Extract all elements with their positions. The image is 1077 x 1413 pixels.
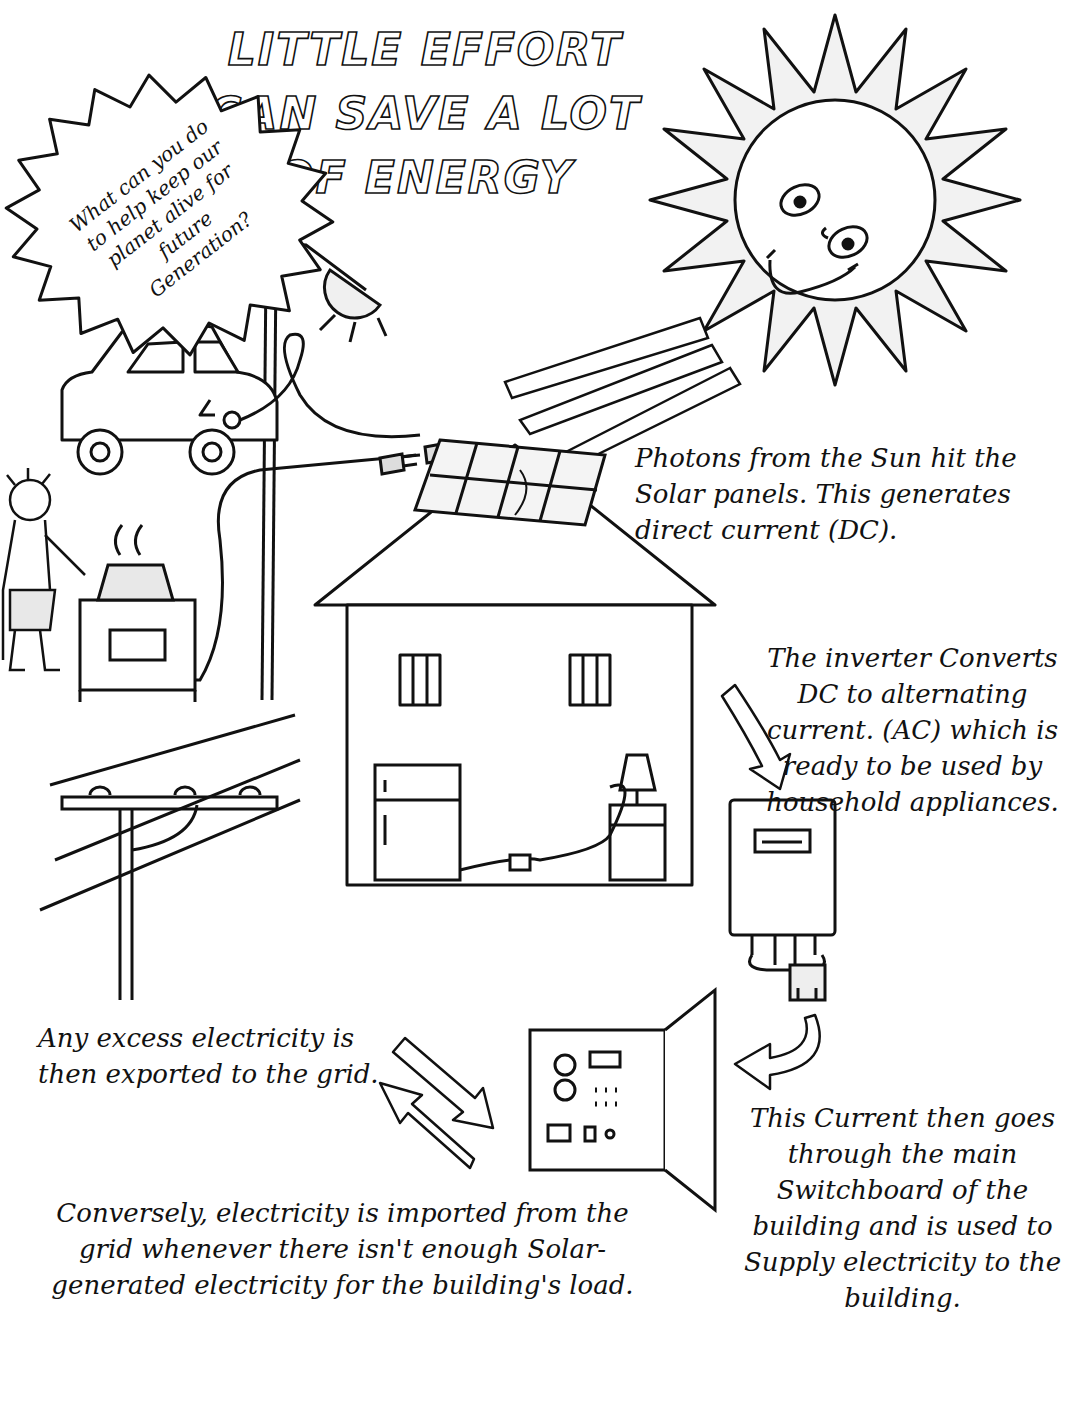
electric-stove-part [110,630,165,660]
power-pole-part [40,715,300,910]
bubble-outline-shape [6,75,333,355]
inverter-part [730,800,835,935]
person-cooking-part [10,590,55,630]
street-lamp-part [262,270,266,700]
electric-stove-part [98,565,173,600]
sun-part [843,239,853,249]
household-appliances-part [620,755,655,790]
electric-car-part [200,400,215,415]
electric-stove [80,525,195,702]
power-pole [40,715,300,1000]
house-part [583,655,597,705]
main-switchboard-part [585,1127,595,1141]
street-lamp-part [320,315,386,342]
power-pole-part [62,797,277,809]
speech-bubble: What can you do to help keep our planet … [2,70,337,360]
electric-car-part [203,443,221,461]
main-switchboard-part [590,1052,620,1067]
main-switchboard-part [555,1080,575,1100]
electric-stove-part [80,690,195,702]
solar-panel-part [515,470,526,515]
electric-car-part [78,430,122,474]
household-appliances-part [375,780,460,845]
household-appliances-part [460,785,625,870]
annotation-note: This Current then goes through the main … [735,1100,1070,1316]
inverter-part [790,965,825,1000]
street-lamp-part [324,270,380,318]
sun-part [822,228,828,238]
house-part [400,655,440,705]
main-switchboard-part [665,990,715,1210]
power-pole-part [90,787,260,795]
electric-car-part [190,430,234,474]
charging-cables-part [380,454,404,474]
main-switchboard-part [548,1125,570,1141]
main-switchboard-part [530,1030,665,1170]
inverter-part [755,830,810,852]
electric-car [62,323,277,474]
inverter-part [798,988,816,1000]
sun-part [735,100,935,300]
household-appliances-part [610,824,665,827]
house-part [570,655,610,705]
street-lamp-part [272,270,276,700]
annotation-note: The inverter Converts DC to alternating … [755,640,1070,820]
electric-car-part [195,342,238,372]
inverter [730,800,835,1000]
main-switchboard-part [555,1055,575,1075]
household-appliances [375,755,665,880]
sun-part [767,250,858,270]
sun-part [824,221,872,263]
charging-cables-part [402,455,417,466]
electric-car-part [91,443,109,461]
solar-panel-part [430,475,597,490]
sun-part [776,179,824,221]
annotation-note: Photons from the Sun hit the Solar panel… [635,440,1065,548]
solar-panel-part [415,440,605,525]
inverter-part [762,841,802,844]
sun-part [770,260,855,293]
electric-car-part [224,412,240,428]
electric-stove-part [115,525,142,555]
person-cooking-part [7,468,50,485]
house-part [347,605,692,885]
household-appliances-part [510,855,530,870]
main-switchboard [530,990,715,1210]
electric-stove-part [80,600,195,690]
house-part [413,655,427,705]
main-switchboard-part [595,1090,617,1104]
annotation-note: Conversely, electricity is imported from… [50,1195,635,1303]
person-cooking-part [45,535,85,575]
person-cooking [3,468,85,670]
power-pole-part [119,800,122,1000]
person-cooking-part [10,480,50,520]
person-cooking-part [10,630,60,670]
main-switchboard-part [606,1130,614,1138]
inverter-part [752,935,815,965]
annotation-note: Any excess electricity is then exported … [38,1020,408,1092]
household-appliances-part [375,765,460,880]
flow-arrows-part [380,1083,474,1168]
flow-arrows [380,685,820,1168]
solar-panel [415,440,605,525]
flow-arrows-part [735,1015,820,1089]
power-pole-part [132,805,197,850]
sun-part [795,197,805,207]
charging-cables-part [240,334,420,436]
